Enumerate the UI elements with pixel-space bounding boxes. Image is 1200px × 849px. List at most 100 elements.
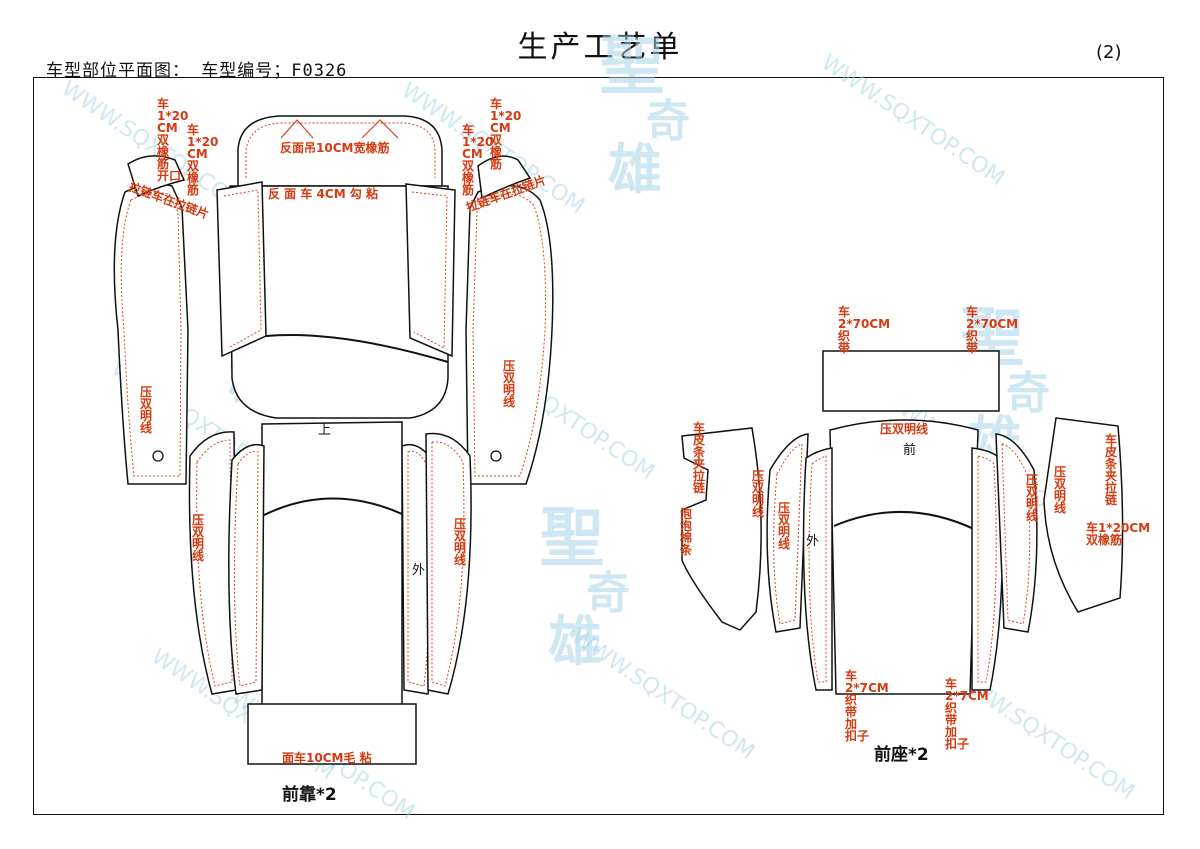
label-up-mark: 上	[318, 423, 331, 438]
label-outer-mark-seat: 外	[806, 534, 819, 549]
elastic-note-right-line: 双橡筋	[1086, 532, 1122, 547]
stitch-note-wing-left-line: 线	[192, 548, 204, 563]
label-glue-line: 反 面 车 4CM 勾 粘	[268, 186, 378, 201]
backrest-bottom-strip	[247, 703, 417, 765]
stitch-note-seat-2: 压双明线	[778, 501, 790, 551]
stitch-note-wing-right-line: 线	[454, 552, 466, 567]
svg-text:雄: 雄	[608, 138, 662, 201]
leather-note-left-line: 车	[693, 420, 705, 435]
band-note-left-line: 带	[838, 340, 850, 355]
stitch-note-seat-2-line: 明	[778, 525, 790, 539]
backrest-wing-outer-left	[188, 431, 237, 695]
stitch-note-right-line: 双	[503, 371, 515, 385]
bottom-note-left-line: 加	[844, 716, 857, 731]
vertical-notes-layer: 车1*20CM双橡筋开口车1*20CM双橡筋车1*20CM双橡筋车1*20CM双…	[140, 96, 1150, 751]
watermark-url: WWW.SQXTOP.COM	[817, 50, 1009, 191]
stitch-note-right-line: 明	[503, 383, 515, 397]
foam-note-left-line: 泡	[680, 506, 692, 521]
label-outer-mark-back: 外	[412, 563, 425, 578]
bottom-note-right-line: 扣子	[945, 736, 969, 751]
stitch-note-left-line: 双	[140, 397, 152, 411]
left-note-1-line: 开口	[157, 169, 181, 183]
stitch-note-wing-right-line: 双	[454, 529, 466, 543]
stitch-note-right: 压双明线	[503, 359, 515, 409]
stitch-note-wing-left-line: 压	[192, 513, 204, 527]
stitch-note-seat-3-line: 双	[1026, 485, 1038, 499]
stitch-note-seat-4-line: 双	[1054, 477, 1066, 491]
band-note-right-line: 带	[966, 340, 978, 355]
leather-note-right-line: 条	[1104, 456, 1118, 471]
stitch-note-left-line: 压	[140, 385, 152, 399]
caption-front-backrest: 前靠*2	[282, 784, 337, 805]
page-title: 生产工艺单	[517, 30, 683, 65]
stitch-note-seat-3-line: 压	[1026, 473, 1038, 487]
svg-text:奇: 奇	[1006, 368, 1050, 419]
stitch-note-seat-1-line: 压	[752, 469, 764, 483]
caption-front-seat: 前座*2	[874, 744, 929, 765]
bottom-note-left-line: 扣子	[845, 728, 869, 743]
stitch-note-right-line: 线	[503, 394, 515, 409]
bottom-note-left-line: 车	[845, 668, 857, 683]
elastic-note-right-line: 车1*20CM	[1086, 520, 1150, 535]
label-bottom-felt: 面车10CM毛 粘	[282, 750, 372, 765]
left-note-2-line: 双	[187, 159, 199, 173]
bottom-note-right-line: 加	[944, 724, 957, 739]
stitch-note-wing-right-line: 压	[454, 517, 466, 531]
label-top-stitch: 压双明线	[880, 421, 928, 436]
bottom-note-left-line: 织	[845, 692, 857, 707]
right-note-2-line: 筋	[489, 156, 502, 171]
leather-note-left-line: 夹	[693, 456, 705, 471]
label-top-elastic: 反面吊10CM宽橡筋	[280, 140, 389, 155]
backrest-lower-piece	[261, 421, 403, 707]
backrest-ear-right	[477, 155, 532, 200]
stitch-note-right-line: 压	[503, 359, 515, 373]
bottom-note-right-line: 带	[945, 712, 957, 727]
left-note-1-line: 1*20	[157, 109, 188, 123]
svg-text:奇: 奇	[646, 96, 690, 147]
leather-note-right-line: 拉	[1105, 480, 1117, 495]
backrest-inner-flap-right	[405, 183, 456, 358]
bottom-note-left-line: 2*7CM	[845, 681, 889, 695]
stitch-note-seat-1-line: 双	[752, 481, 764, 495]
stitch-note-seat-2-line: 线	[778, 536, 790, 551]
backrest-side-left	[113, 183, 189, 485]
right-note-2-line: 橡	[490, 144, 503, 159]
stitch-note-seat-4-line: 压	[1054, 465, 1066, 479]
seat-top-band	[822, 350, 1000, 412]
stitch-note-left-line: 明	[140, 409, 152, 423]
left-note-2-line: 车	[187, 122, 199, 137]
leather-note-right-line: 链	[1105, 492, 1118, 507]
seat-main-piece	[829, 419, 979, 695]
right-note-1-line: 橡	[462, 170, 475, 185]
band-note-left-line: 织	[838, 328, 850, 343]
stitch-note-wing-right: 压双明线	[454, 517, 466, 567]
leather-note-left-line: 拉	[693, 468, 705, 483]
backrest-main-piece	[229, 185, 449, 419]
foam-note-left-line: 条	[679, 542, 693, 557]
stitch-note-wing-left-line: 双	[192, 525, 204, 539]
svg-text:聖: 聖	[540, 502, 604, 576]
backrest-side-right	[465, 184, 554, 485]
bottom-note-left-line: 带	[845, 704, 857, 719]
stitch-note-wing-left: 压双明线	[192, 513, 204, 563]
band-note-right-line: 织	[966, 328, 978, 343]
left-note-2-line: 1*20	[187, 135, 218, 149]
page-number: (2)	[1096, 42, 1122, 63]
right-note-2-line: 双	[490, 133, 502, 147]
vehicle-model-subtitle: 车型部位平面图： 车型编号；F0326	[46, 61, 348, 81]
front-seat-group	[681, 350, 1124, 695]
left-note-2-line: CM	[187, 147, 208, 161]
left-note-1-line: CM	[157, 121, 178, 135]
left-note-1-line: 橡	[157, 144, 170, 159]
right-note-1-line: 1*20	[462, 135, 493, 149]
